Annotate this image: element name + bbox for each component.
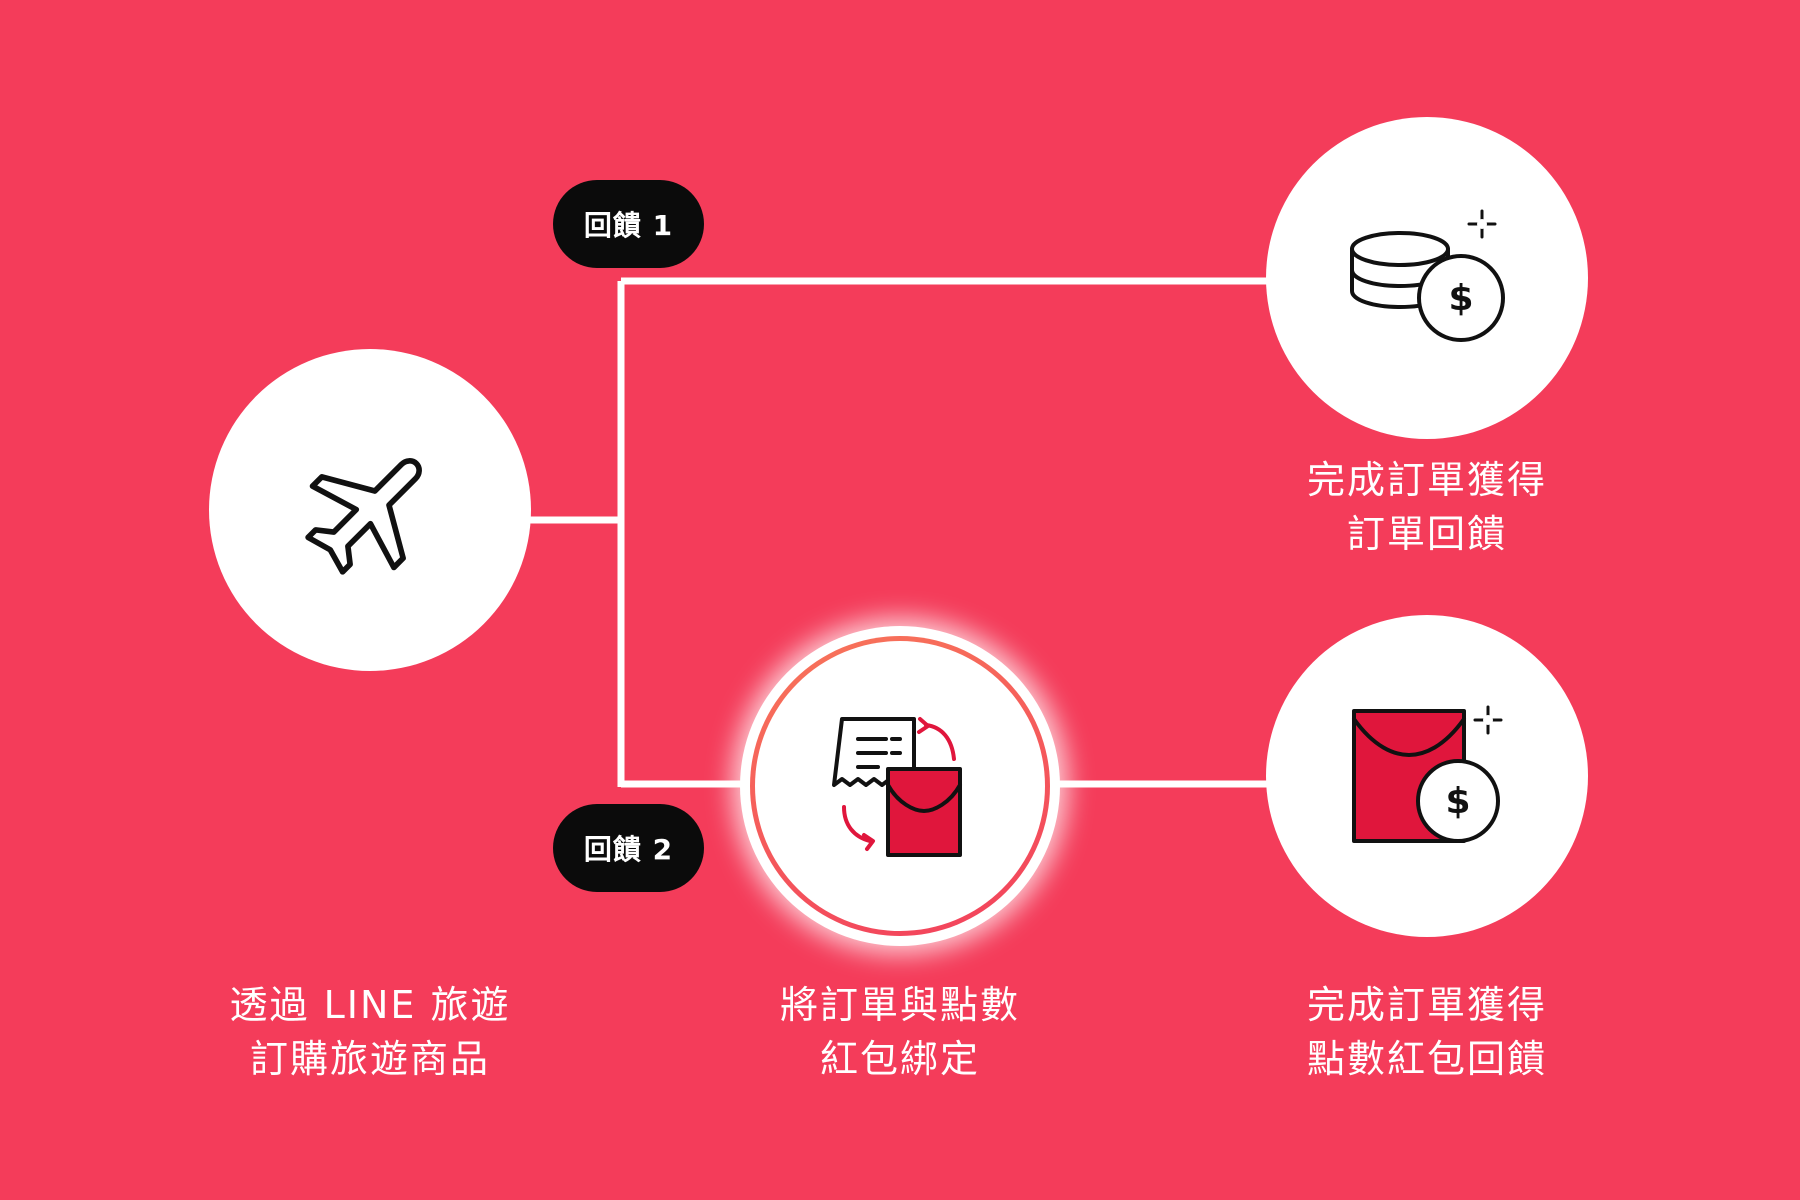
caption-plane-line-1: 透過 LINE 旅遊 <box>229 983 511 1027</box>
coins-node: $ <box>1266 117 1588 439</box>
svg-text:$: $ <box>1448 278 1473 319</box>
airplane-icon <box>305 458 422 575</box>
caption-coins-line-2: 訂單回饋 <box>1346 512 1507 556</box>
caption-envelope: 完成訂單獲得 點數紅包回饋 <box>1247 978 1607 1086</box>
caption-coins: 完成訂單獲得 訂單回饋 <box>1247 453 1607 561</box>
coin-stack-dollar-icon: $ <box>1350 209 1505 342</box>
feedback-badge-1: 回饋 1 <box>553 180 704 268</box>
caption-coins-line-1: 完成訂單獲得 <box>1306 458 1547 502</box>
caption-plane: 透過 LINE 旅遊 訂購旅遊商品 <box>190 978 550 1086</box>
svg-text:$: $ <box>1445 781 1470 822</box>
caption-envelope-line-2: 點數紅包回饋 <box>1306 1037 1547 1081</box>
caption-plane-line-2: 訂購旅遊商品 <box>249 1037 490 1081</box>
feedback-badge-2: 回饋 2 <box>553 804 704 892</box>
envelope-node: $ <box>1266 615 1588 937</box>
plane-node <box>209 349 531 671</box>
caption-bind-line-2: 紅包綁定 <box>819 1037 980 1081</box>
caption-bind-line-1: 將訂單與點數 <box>779 983 1020 1027</box>
receipt-envelope-bind-icon <box>832 717 962 857</box>
bind-node <box>750 636 1050 936</box>
caption-bind: 將訂單與點數 紅包綁定 <box>720 978 1080 1086</box>
red-envelope-dollar-icon: $ <box>1352 705 1503 843</box>
caption-envelope-line-1: 完成訂單獲得 <box>1306 983 1547 1027</box>
